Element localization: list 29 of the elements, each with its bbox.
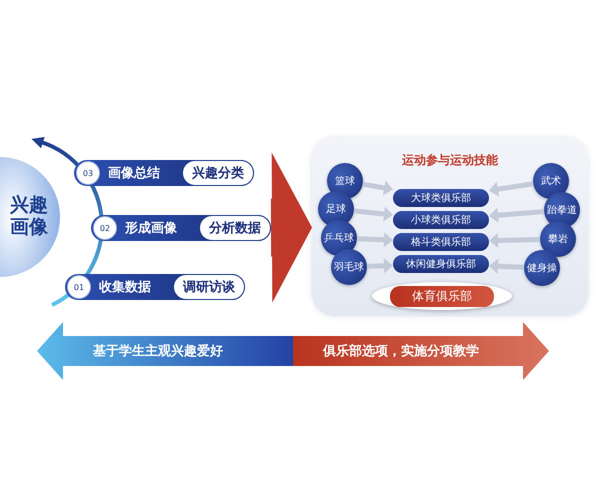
panel-title: 运动参与运动技能 xyxy=(401,152,499,169)
ellipse-label: 体育俱乐部 xyxy=(390,286,494,306)
step-number: 03 xyxy=(76,161,100,185)
step-bar xyxy=(65,274,245,300)
band-text: 俱乐部选项，实施分项教学 xyxy=(323,342,479,360)
step-title: 画像总结 xyxy=(108,165,160,182)
step-bar xyxy=(91,215,271,241)
club-pill: 格斗类俱乐部 xyxy=(393,233,489,251)
step-tag: 兴趣分类 xyxy=(182,160,254,186)
circle-title: 兴趣画像 xyxy=(10,195,49,239)
band-text: 基于学生主观兴趣爱好 xyxy=(93,342,223,360)
step-tag: 调研访谈 xyxy=(173,274,245,300)
step-title: 形成画像 xyxy=(125,220,177,237)
step-title: 收集数据 xyxy=(99,279,151,296)
club-pill: 大球类俱乐部 xyxy=(393,189,489,207)
club-pill: 休闲健身俱乐部 xyxy=(393,255,489,273)
sport-circle: 攀岩 xyxy=(540,221,576,257)
sport-circle: 健身操 xyxy=(524,250,560,286)
sport-circle: 羽毛球 xyxy=(331,249,367,285)
step-bar xyxy=(74,160,254,186)
club-panel xyxy=(312,138,588,316)
sport-circle: 武术 xyxy=(533,163,569,199)
step-tag: 分析数据 xyxy=(199,215,271,241)
step-number: 02 xyxy=(93,216,117,240)
club-pill: 小球类俱乐部 xyxy=(393,211,489,229)
step-number: 01 xyxy=(67,275,91,299)
double-arrow-band xyxy=(37,322,549,380)
base-ellipse xyxy=(372,282,512,310)
sport-circle: 篮球 xyxy=(327,163,363,199)
